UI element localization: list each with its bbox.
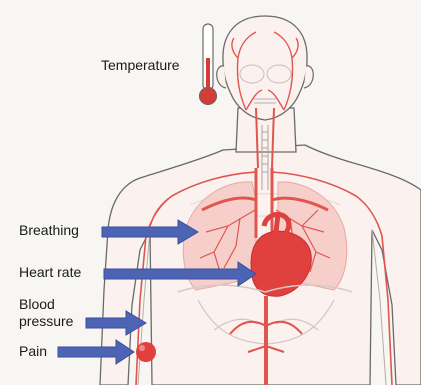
breathing-label: Breathing <box>19 222 79 238</box>
heart-rate-label: Heart rate <box>19 264 81 280</box>
temperature-label: Temperature <box>101 57 180 73</box>
pain-spot-icon <box>136 342 156 362</box>
pain-label: Pain <box>19 343 47 359</box>
blood-pressure-label-line2: pressure <box>19 313 73 329</box>
thermometer-icon <box>200 24 217 105</box>
head <box>223 16 307 120</box>
blood-pressure-label-line1: Blood <box>19 296 55 312</box>
